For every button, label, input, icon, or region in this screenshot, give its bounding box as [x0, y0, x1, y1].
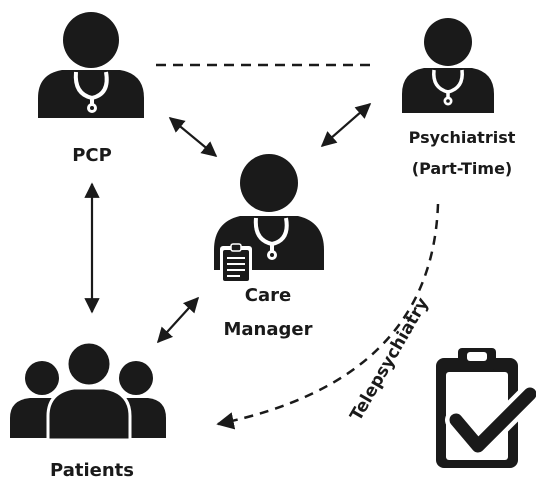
- clipboard-check-icon: [436, 348, 536, 468]
- pcp-care-manager-arrow: [168, 117, 218, 157]
- telepsychiatry-label: Telepsychiatry: [346, 294, 433, 424]
- patients-label: Patients: [50, 460, 134, 481]
- pcp-label: PCP: [72, 145, 112, 166]
- care-manager-label-line1: Care: [245, 285, 291, 306]
- care-manager-patients-arrow: [156, 296, 200, 344]
- patients-group-icon: [10, 340, 166, 442]
- psychiatrist-label-line2: (Part-Time): [412, 159, 512, 178]
- psychiatrist-doctor-icon: [402, 18, 494, 113]
- care-manager-label-line2: Manager: [224, 319, 313, 340]
- psychiatrist-label-line1: Psychiatrist: [409, 128, 516, 147]
- pcp-doctor-icon: [38, 12, 144, 118]
- psychiatrist-care-manager-arrow: [320, 102, 372, 148]
- care-manager-clipboard-icon: [220, 243, 252, 284]
